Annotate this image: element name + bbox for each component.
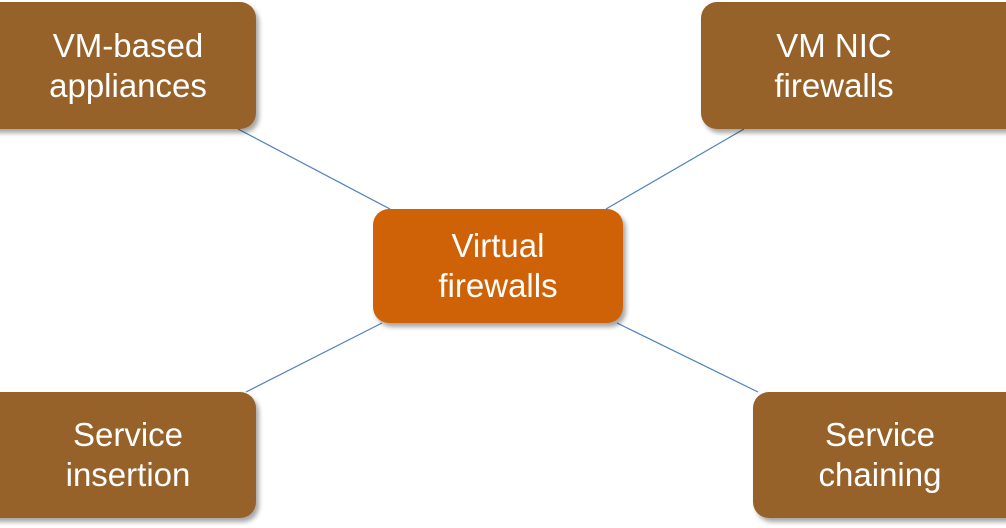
node-label-line2: chaining <box>818 456 942 493</box>
node-label: Service insertion <box>66 415 191 495</box>
node-vm-based-appliances: VM-based appliances <box>0 2 256 129</box>
node-label: Service chaining <box>819 415 942 495</box>
connector-top-right <box>605 128 745 210</box>
connector-top-left <box>237 128 391 210</box>
node-label-line2: insertion <box>65 456 191 493</box>
node-label-line2: appliances <box>49 66 207 104</box>
node-service-chaining: Service chaining <box>753 392 1006 518</box>
connector-bottom-right <box>616 322 759 393</box>
node-label: VM NIC firewalls <box>774 26 893 106</box>
node-label-line2: firewalls <box>438 267 558 304</box>
node-label: VM-based appliances <box>49 26 207 106</box>
node-vm-nic-firewalls: VM NIC firewalls <box>701 2 1006 129</box>
node-label: Virtual firewalls <box>438 226 557 306</box>
node-service-insertion: Service insertion <box>0 392 256 518</box>
node-virtual-firewalls: Virtual firewalls <box>373 209 623 323</box>
node-label-line1: VM NIC <box>776 26 892 64</box>
node-label-line2: firewalls <box>774 66 894 104</box>
connector-bottom-left <box>245 322 383 393</box>
node-label-line1: Service <box>824 416 936 453</box>
node-label-line1: Virtual <box>451 227 545 264</box>
node-label-line1: Service <box>72 416 184 453</box>
node-label-line1: VM-based <box>52 26 204 64</box>
